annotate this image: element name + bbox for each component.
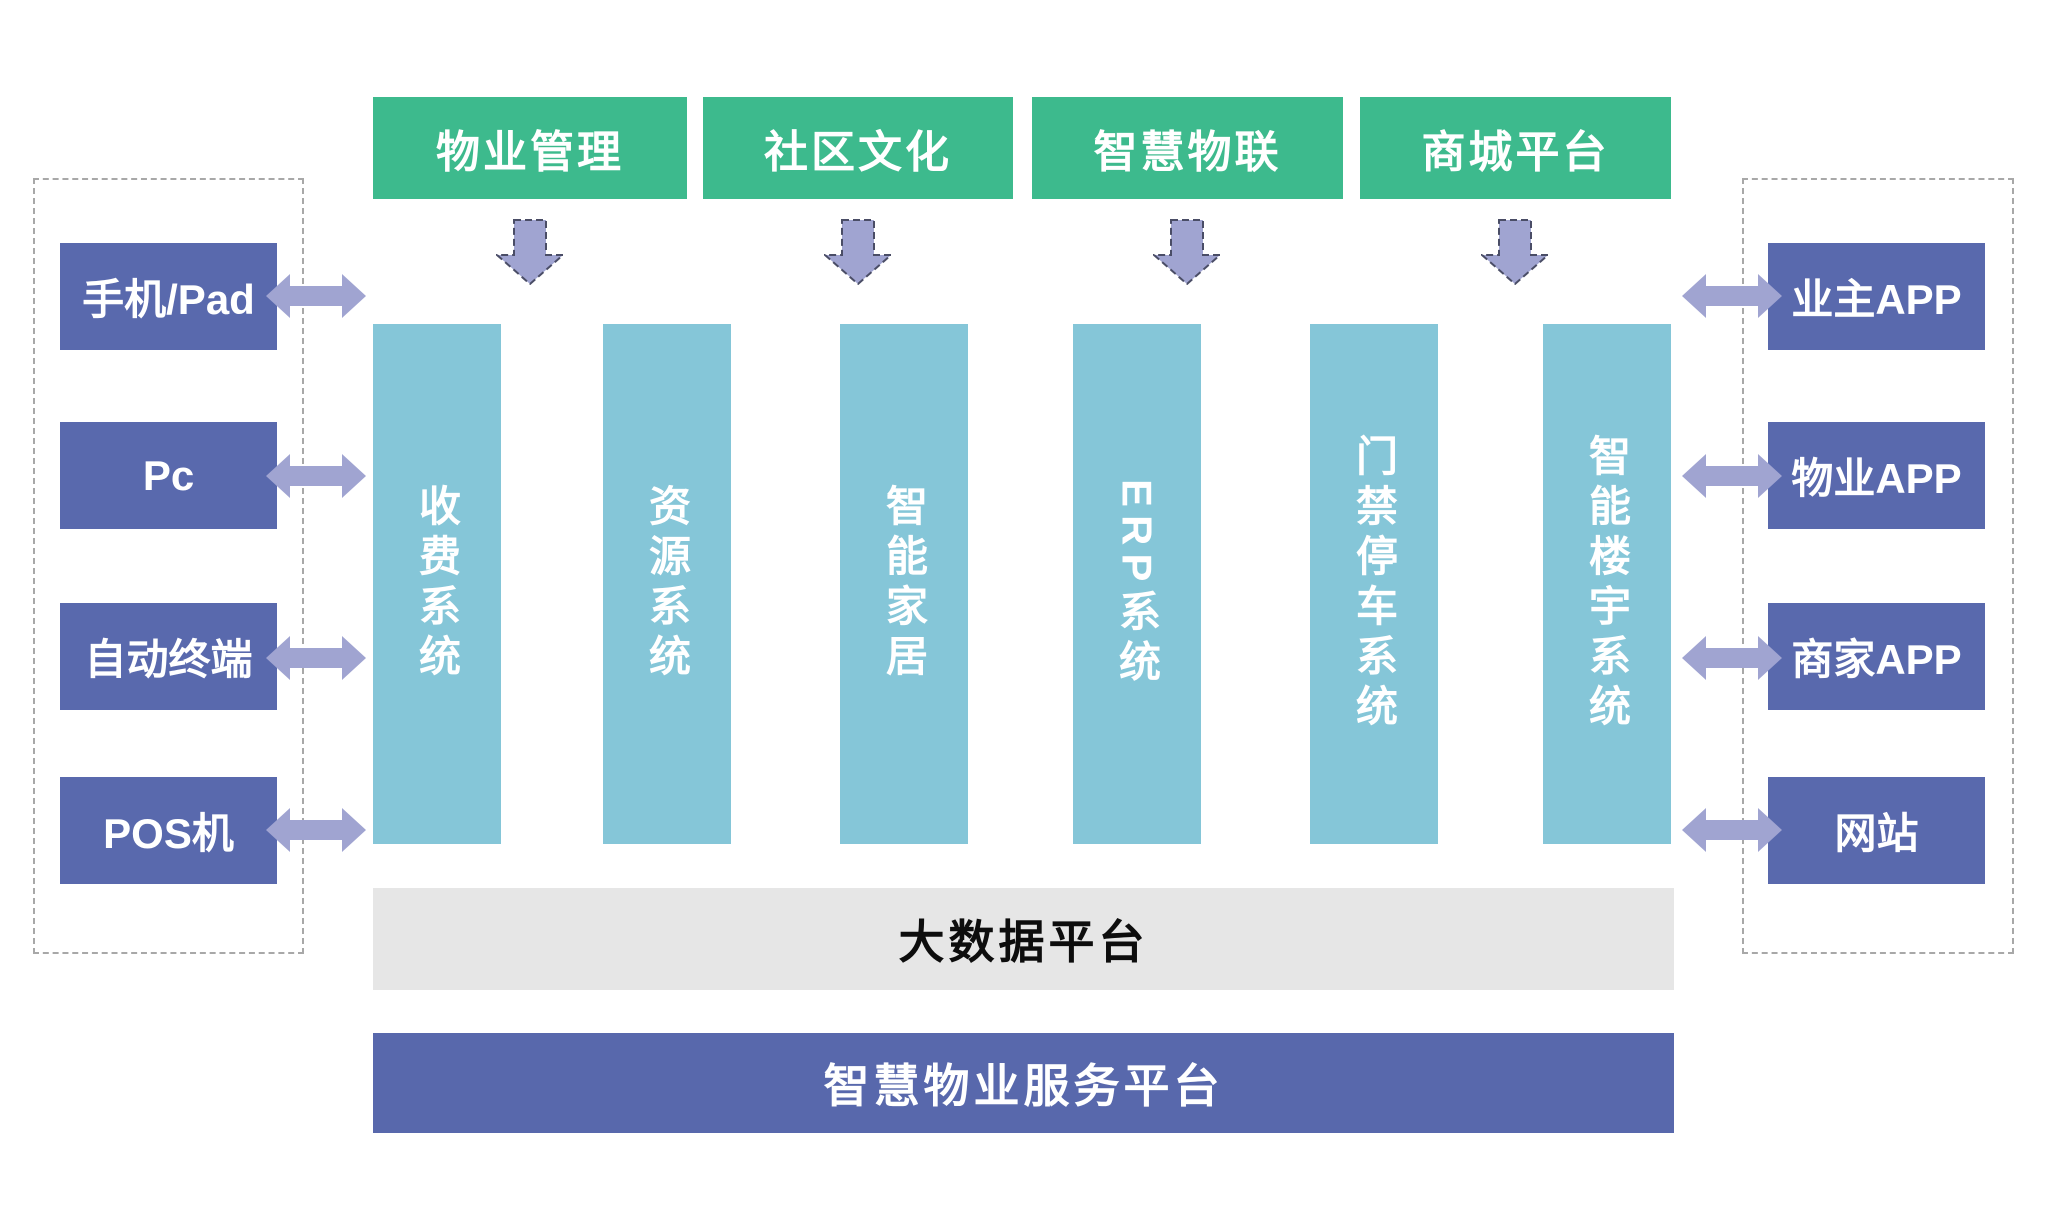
left-right-arrow-icon (1682, 808, 1782, 852)
system-label: 门禁停车系统 (1350, 434, 1398, 734)
system-column-access-parking: 门禁停车系统 (1310, 324, 1438, 844)
left-right-arrow-icon (266, 274, 366, 318)
left-right-arrow-icon (1682, 454, 1782, 498)
system-label: 资源系统 (643, 484, 691, 684)
system-label: 收费系统 (413, 484, 461, 684)
left-devices-panel (33, 178, 304, 954)
system-column-resource: 资源系统 (603, 324, 731, 844)
system-label: ERP系统 (1113, 478, 1161, 690)
client-box-property-app: 物业APP (1768, 422, 1985, 529)
down-arrow-icon (1481, 219, 1549, 285)
left-right-arrow-icon (266, 636, 366, 680)
top-module-community-culture: 社区文化 (703, 97, 1013, 199)
system-column-charging: 收费系统 (373, 324, 501, 844)
top-module-mall-platform: 商城平台 (1360, 97, 1671, 199)
down-arrow-icon (496, 219, 564, 285)
left-right-arrow-icon (266, 454, 366, 498)
top-module-smart-iot: 智慧物联 (1032, 97, 1343, 199)
device-box-mobile-pad: 手机/Pad (60, 243, 277, 350)
left-right-arrow-icon (1682, 274, 1782, 318)
client-box-owner-app: 业主APP (1768, 243, 1985, 350)
big-data-platform-bar: 大数据平台 (373, 888, 1674, 990)
down-arrow-icon (1153, 219, 1221, 285)
system-column-smart-building: 智能楼宇系统 (1543, 324, 1671, 844)
system-column-erp: ERP系统 (1073, 324, 1201, 844)
device-box-pc: Pc (60, 422, 277, 529)
system-label: 智能家居 (880, 484, 928, 684)
system-label: 智能楼宇系统 (1583, 434, 1631, 734)
top-module-property-management: 物业管理 (373, 97, 687, 199)
client-box-merchant-app: 商家APP (1768, 603, 1985, 710)
device-box-pos-machine: POS机 (60, 777, 277, 884)
down-arrow-icon (824, 219, 892, 285)
right-clients-panel (1742, 178, 2014, 954)
device-box-auto-terminal: 自动终端 (60, 603, 277, 710)
left-right-arrow-icon (266, 808, 366, 852)
left-right-arrow-icon (1682, 636, 1782, 680)
smart-property-platform-bar: 智慧物业服务平台 (373, 1033, 1674, 1133)
system-column-smart-home: 智能家居 (840, 324, 968, 844)
client-box-website: 网站 (1768, 777, 1985, 884)
